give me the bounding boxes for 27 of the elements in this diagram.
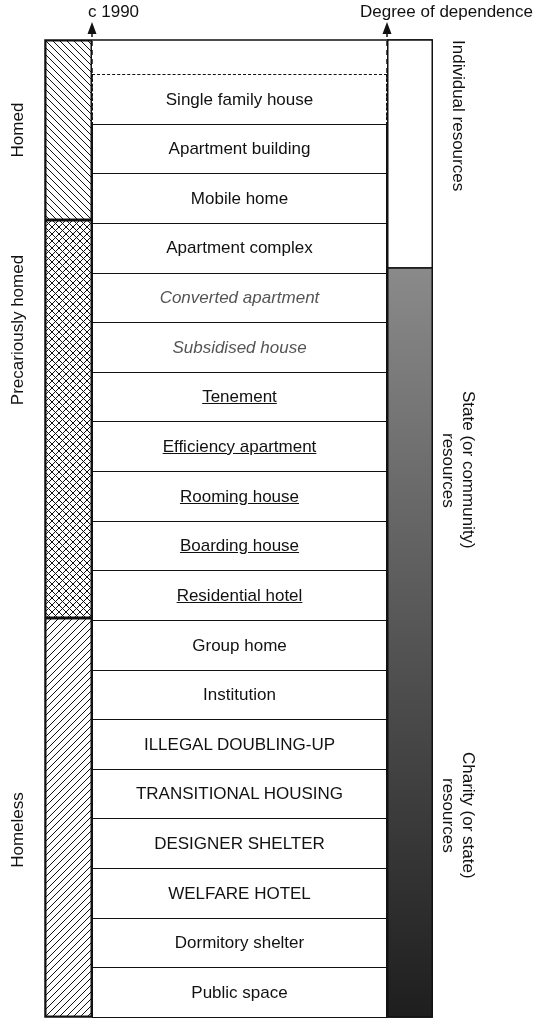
housing-row: Boarding house xyxy=(92,520,387,572)
housing-row: Public space xyxy=(92,967,387,1018)
housing-row: TRANSITIONAL HOUSING xyxy=(92,768,387,820)
housing-row: ILLEGAL DOUBLING-UP xyxy=(92,719,387,771)
housing-row: Converted apartment xyxy=(92,272,387,324)
housing-row: Apartment complex xyxy=(92,222,387,274)
band-label: Homed xyxy=(8,102,28,158)
housing-row: Dormitory shelter xyxy=(92,917,387,969)
housing-row: DESIGNER SHELTER xyxy=(92,818,387,870)
housing-row: Apartment building xyxy=(92,123,387,175)
band-label: Homeless xyxy=(8,792,28,868)
housing-row: Single family house xyxy=(92,74,387,126)
resource-label: State (or community) resources xyxy=(438,390,479,551)
band-label: Precariously homed xyxy=(8,254,28,406)
housing-row: Subsidised house xyxy=(92,322,387,374)
housing-row: Institution xyxy=(92,669,387,721)
housing-row: Mobile home xyxy=(92,173,387,225)
axis-label: c 1990 xyxy=(88,2,140,22)
housing-row: Efficiency apartment xyxy=(92,421,387,473)
axis-label: Degree of dependence xyxy=(360,2,533,22)
housing-row: Residential hotel xyxy=(92,570,387,622)
housing-row: Tenement xyxy=(92,371,387,423)
resource-label: Individual resources xyxy=(448,40,469,194)
housing-row: Rooming house xyxy=(92,471,387,523)
housing-row: WELFARE HOTEL xyxy=(92,868,387,920)
resource-label: Charity (or state) resources xyxy=(438,750,479,881)
housing-row: Group home xyxy=(92,619,387,672)
